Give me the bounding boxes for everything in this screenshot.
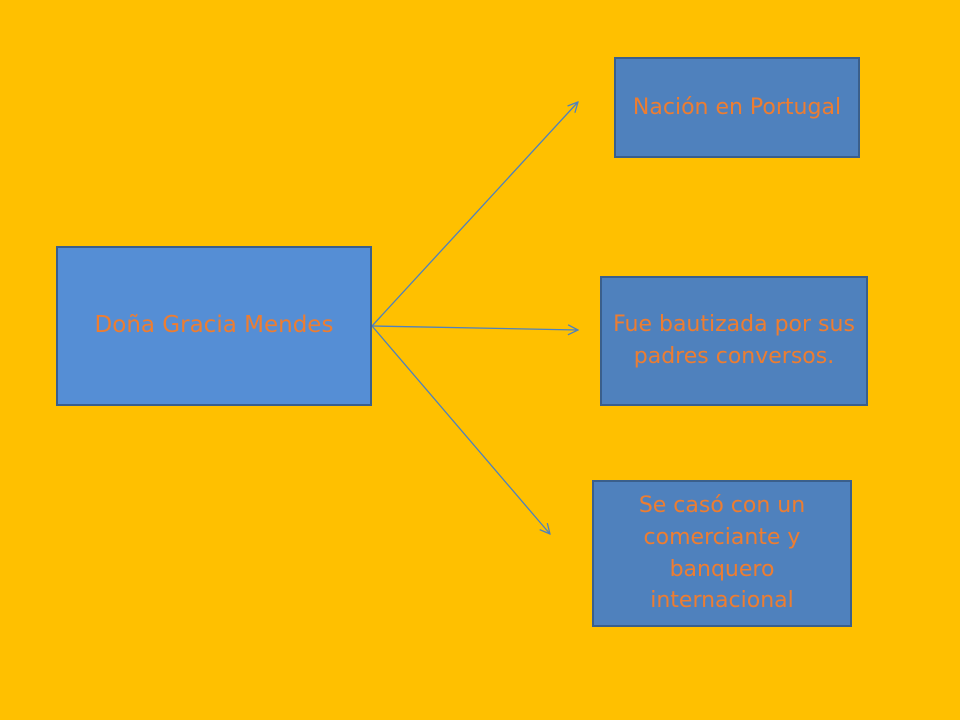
connector-to-child-1 (371, 102, 578, 327)
child-node-1: Nación en Portugal (614, 57, 860, 158)
connector-to-child-3 (371, 325, 550, 534)
child-node-2-label: Fue bautizada por sus padres conversos. (613, 312, 855, 369)
root-node-label: Doña Gracia Mendes (94, 312, 334, 339)
child-node-3-label: Se casó con un comerciante y banquero in… (638, 492, 806, 614)
child-node-1-label: Nación en Portugal (632, 94, 842, 120)
child-node-2: Fue bautizada por sus padres conversos. (600, 276, 868, 406)
child-node-3: Se casó con un comerciante y banquero in… (592, 480, 852, 627)
root-node: Doña Gracia Mendes (56, 246, 372, 406)
connector-to-child-2 (371, 326, 578, 330)
